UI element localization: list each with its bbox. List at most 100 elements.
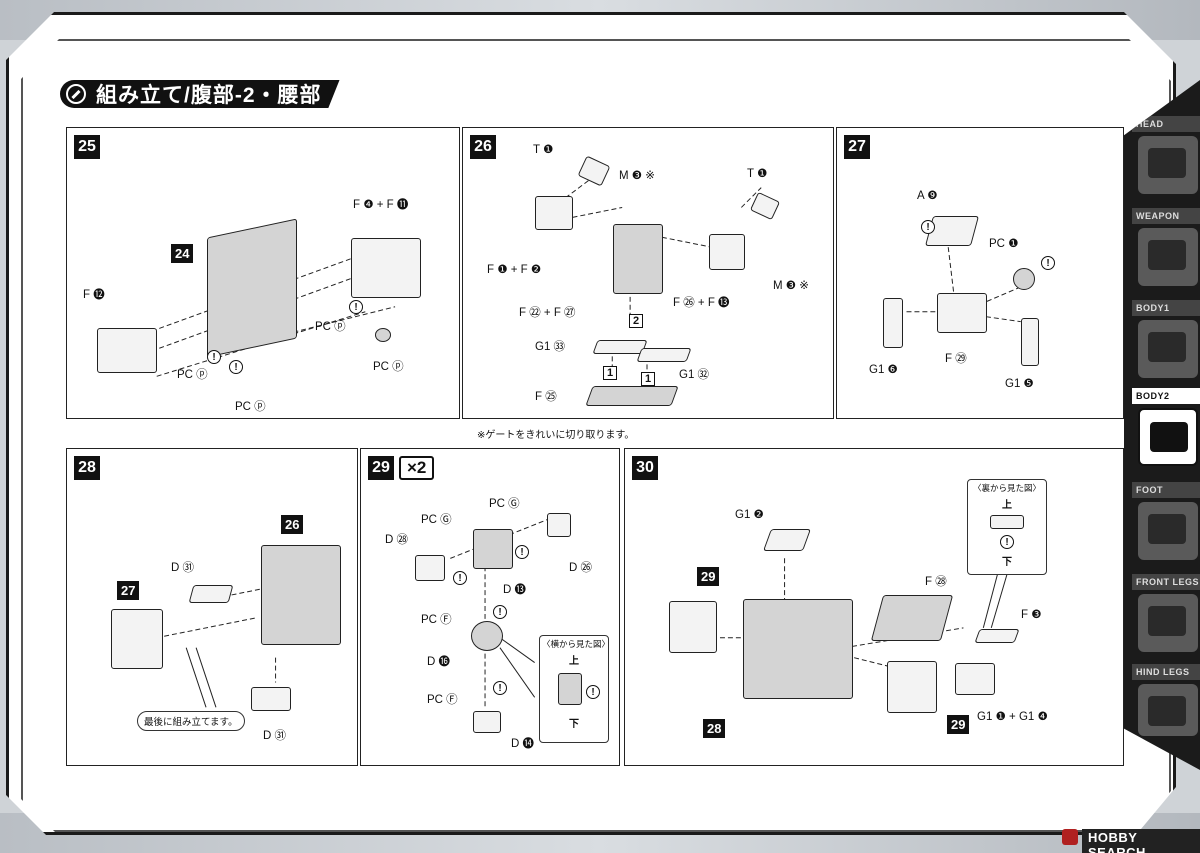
subassembly-26-badge: 26 (281, 515, 304, 534)
part-g1-2 (762, 529, 812, 551)
nav-item-foot[interactable]: FOOT (1132, 482, 1200, 572)
label-f29: F ㉙ (945, 353, 967, 365)
back-view-diagram: ! (968, 511, 1046, 553)
step-28-panel: 28 D ㉛ D ㉛ 26 27 最後に組み立てます。 (66, 448, 358, 766)
part-g1-32 (636, 348, 692, 362)
part-g1-6 (883, 298, 903, 348)
assembly-28 (743, 599, 853, 699)
hind-legs-thumbnail-icon (1138, 684, 1198, 736)
subassembly-29-badge-right: 29 (947, 715, 970, 734)
part-d31-top (188, 585, 234, 603)
sub-step-2-marker: 2 (629, 314, 644, 328)
part-f25 (585, 386, 679, 406)
label-pcp-1: PC ⓟ (315, 321, 346, 333)
nav-item-head[interactable]: HEAD (1132, 116, 1200, 206)
body1-thumbnail-icon (1138, 320, 1198, 378)
front-legs-thumbnail-icon (1138, 594, 1198, 652)
label-d13: D ⓭ (503, 584, 526, 596)
nav-item-label: FOOT (1132, 482, 1200, 498)
label-g1-6: G1 ❻ (869, 364, 898, 376)
part-d13 (473, 529, 513, 569)
nav-item-label: HIND LEGS (1132, 664, 1200, 680)
side-view-title: 〈横から見た図〉 (542, 639, 611, 649)
label-f25: F ㉕ (535, 391, 557, 403)
label-d14: D ⓮ (511, 738, 534, 750)
part-g1-1-g1-4 (955, 663, 995, 695)
frame-part-24 (207, 218, 297, 358)
nav-item-weapon[interactable]: WEAPON (1132, 208, 1200, 298)
part-f29 (937, 293, 987, 333)
label-pcf-top: PC Ⓕ (421, 614, 452, 626)
label-d31-top: D ㉛ (171, 562, 194, 574)
label-d31-bottom: D ㉛ (263, 730, 286, 742)
watermark-logo-icon (1062, 829, 1078, 845)
warning-icon: ! (515, 545, 529, 559)
nav-item-body1[interactable]: BODY1 (1132, 300, 1200, 390)
sub-step-1-marker-left: 1 (603, 366, 618, 380)
part-f26-f13 (709, 234, 745, 270)
label-g1-33: G1 ㉝ (535, 341, 566, 353)
part-f1-f2 (535, 196, 573, 230)
label-pcf-bottom: PC Ⓕ (427, 694, 458, 706)
nav-item-label: BODY2 (1132, 388, 1200, 404)
label-pcp-3: PC ⓟ (177, 369, 208, 381)
gate-cutting-note: ※ゲートをきれいに切り取ります。 (477, 430, 635, 441)
warning-icon: ! (493, 605, 507, 619)
label-a9: A ❾ (917, 190, 938, 202)
sub-step-1-marker-right: 1 (641, 372, 656, 386)
label-f22-f27: F ㉒ + F ㉗ (519, 307, 576, 319)
label-pcg-left: PC Ⓖ (421, 514, 452, 526)
step-29-panel: 29 ×2 PC Ⓖ PC Ⓖ D ㉘ D ⓭ D ㉖ PC Ⓕ D ⓰ PC … (360, 448, 620, 766)
warning-icon: ! (493, 681, 507, 695)
label-f4-f11: F ❹ + F ⓫ (353, 199, 409, 211)
nav-item-body2[interactable]: BODY2 (1132, 388, 1200, 478)
label-g1-2: G1 ❷ (735, 509, 764, 521)
label-d26: D ㉖ (569, 562, 592, 574)
label-g1-32: G1 ㉜ (679, 369, 710, 381)
part-g1-5 (1021, 318, 1039, 366)
part-d31-bottom (251, 687, 291, 711)
step-30-panel: 30 G1 ❷ 29 29 28 F ㉘ F ❸ G1 ❶ + G1 ❹ 〈裏か… (624, 448, 1124, 766)
label-m3-top: M ❸ ※ (619, 170, 655, 182)
label-f3: F ❸ (1021, 609, 1042, 621)
assembly-29-right (887, 661, 937, 713)
part-t1-right (749, 191, 781, 221)
step-number: 25 (74, 135, 100, 159)
warning-icon: ! (586, 685, 600, 699)
subassembly-24-badge: 24 (171, 244, 194, 263)
nav-item-hind-legs[interactable]: HIND LEGS (1132, 664, 1200, 754)
side-view-down: 下 (569, 719, 579, 730)
label-d28: D ㉘ (385, 534, 408, 546)
step-26-panel: 26 T ❶ T ❶ M ❸ ※ M ❸ ※ F ❶ + F ❷ F ㉒ + F… (462, 127, 834, 441)
assembly-29-left (669, 601, 717, 653)
subassembly-27-badge: 27 (117, 581, 140, 600)
assembly-27 (111, 609, 163, 669)
step-25-panel: 25 F ❹ + F ⓫ F ⓬ 24 PC ⓟ PC ⓟ PC ⓟ PC ⓟ … (66, 127, 460, 419)
page-title: 組み立て/腹部-2・腰部 (96, 84, 322, 107)
nav-item-front-legs[interactable]: FRONT LEGS (1132, 574, 1200, 664)
body2-thumbnail-icon (1138, 408, 1198, 466)
back-view-down: 下 (1002, 557, 1012, 568)
label-f28: F ㉘ (925, 576, 947, 588)
warning-icon: ! (453, 571, 467, 585)
warning-icon: ! (229, 360, 243, 374)
label-g1-1-g1-4: G1 ❶ + G1 ❹ (977, 711, 1048, 723)
back-view-callout: 〈裏から見た図〉 上 ! 下 (967, 479, 1047, 575)
nav-item-label: HEAD (1132, 116, 1200, 132)
label-m3-right: M ❸ ※ (773, 280, 809, 292)
part-d26 (547, 513, 571, 537)
quantity-multiplier: ×2 (399, 456, 435, 480)
label-f26-f13: F ㉖ + F ⓭ (673, 297, 730, 309)
label-pc1: PC ❶ (989, 238, 1019, 250)
weapon-thumbnail-icon (1138, 228, 1198, 286)
assembly-26 (261, 545, 341, 645)
assemble-last-note: 最後に組み立てます。 (137, 711, 245, 731)
label-f1-f2: F ❶ + F ❷ (487, 264, 542, 276)
back-view-up: 上 (1002, 500, 1012, 511)
step-number: 30 (632, 456, 658, 480)
label-pcp-4: PC ⓟ (235, 401, 266, 413)
part-f4-f11 (351, 238, 421, 298)
label-d16: D ⓰ (427, 656, 450, 668)
step-number: 27 (844, 135, 870, 159)
side-view-diagram: ! (540, 667, 608, 715)
